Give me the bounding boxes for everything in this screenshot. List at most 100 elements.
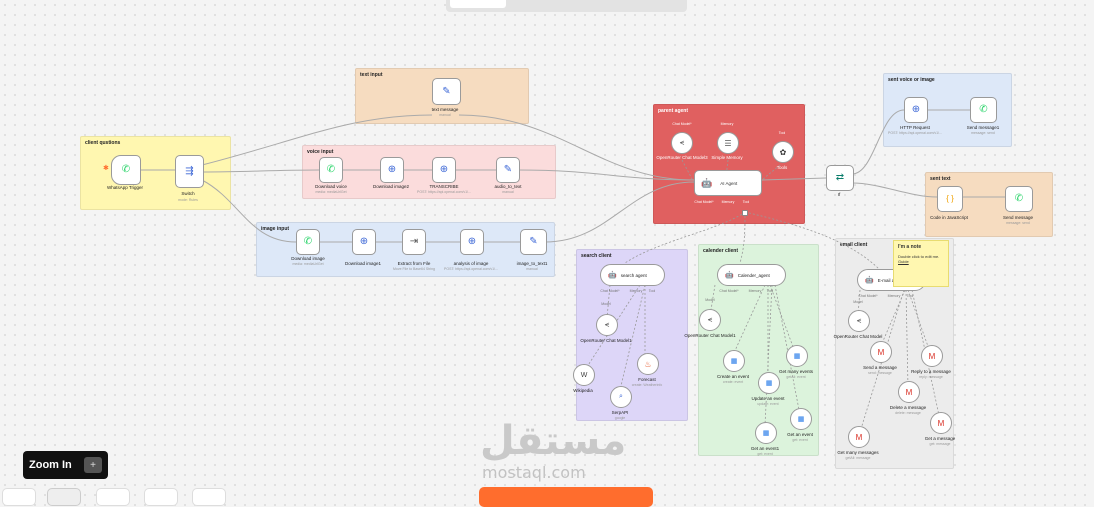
node-label: analysis of image <box>453 261 489 266</box>
node-label: AI Agent <box>720 180 738 186</box>
image-to-text-node[interactable]: ✎ <box>520 229 547 255</box>
sticky-link[interactable]: Guide <box>898 259 909 264</box>
globe-icon: ⊕ <box>387 164 397 175</box>
tidy-up-button[interactable] <box>192 488 226 506</box>
group-title: sent voice or image <box>888 77 935 83</box>
reset-zoom-button[interactable] <box>144 488 178 506</box>
gmail-icon: M <box>905 387 913 397</box>
whatsapp-icon: ✆ <box>303 236 313 247</box>
openrouter-icon: ⪪ <box>679 138 685 147</box>
node-label: Send message <box>1002 215 1034 220</box>
connector-tag: Tool <box>766 289 774 293</box>
sub-tag: Memory <box>720 122 734 126</box>
get-a-message-node[interactable]: M <box>930 412 952 434</box>
group-title: calender client <box>703 248 739 254</box>
audio-to-text-node[interactable]: ✎ <box>496 157 520 183</box>
gmail-icon: M <box>937 418 945 428</box>
execute-workflow-button[interactable] <box>479 487 653 507</box>
switch-node[interactable]: ⇶ <box>175 155 204 188</box>
sticky-note[interactable]: I'm a note Double click to edit me.Guide <box>893 240 949 287</box>
node-label: OpenRouter Chat Model3 <box>656 155 708 160</box>
send-a-message-node[interactable]: M <box>870 341 892 363</box>
connector-tag: Chat Model* <box>600 289 620 293</box>
wikipedia-node[interactable]: W <box>573 364 595 386</box>
connector-tag: Chat Model* <box>858 294 878 298</box>
zoom-out-button[interactable] <box>96 488 130 506</box>
file-export-icon: ⇥ <box>409 236 419 247</box>
whatsapp-trigger-node[interactable]: ✆ <box>111 155 141 185</box>
robot-icon: 🤖 <box>865 277 874 284</box>
forecast-node[interactable]: ♨ <box>637 353 659 375</box>
tools-node[interactable]: ✿ <box>772 141 794 163</box>
edit-icon: ✎ <box>442 85 451 97</box>
node-subtitle: manual <box>439 113 451 117</box>
delete-message-node[interactable]: M <box>898 381 920 403</box>
zoom-in-button[interactable] <box>47 488 81 506</box>
fit-view-button[interactable] <box>2 488 36 506</box>
download-image1-node[interactable]: ⊕ <box>352 229 376 255</box>
globe-icon: ⊕ <box>359 236 369 247</box>
node-subtitle: google <box>614 416 626 420</box>
search-agent-node[interactable]: 🤖 search agent <box>600 264 665 286</box>
top-tab[interactable] <box>450 0 506 8</box>
openrouter-chat-model3-node[interactable]: ⪪ <box>671 132 693 154</box>
google-calendar-icon: ▦ <box>797 416 805 423</box>
simple-memory-node[interactable]: ☰ <box>717 132 739 154</box>
get-many-events-node[interactable]: ▦ <box>786 345 808 367</box>
sticky-title: I'm a note <box>898 244 922 250</box>
get-many-messages-node[interactable]: M <box>848 426 870 448</box>
node-subtitle: message: send <box>971 131 995 135</box>
group-title: parent agent <box>658 108 689 114</box>
get-event1-node[interactable]: ▦ <box>755 422 777 444</box>
send-message1-node[interactable]: ✆ <box>970 97 997 123</box>
download-image-node[interactable]: ✆ <box>296 229 320 255</box>
node-label: Reply to a message <box>911 369 951 374</box>
get-event-node[interactable]: ▦ <box>790 408 812 430</box>
serpapi-node[interactable]: ⌕ <box>610 386 632 408</box>
create-event-node[interactable]: ▦ <box>723 350 745 372</box>
trigger-bolt-icon: ✱ <box>103 165 109 172</box>
robot-icon: 🤖 <box>608 272 617 279</box>
code-icon: { } <box>946 194 954 203</box>
openrouter-icon: ⪪ <box>856 316 862 325</box>
watermark-latin: mostaql.com <box>482 463 586 482</box>
connector-tag: Memory <box>629 289 643 293</box>
node-label: Extract from File <box>397 261 431 266</box>
update-event-node[interactable]: ▦ <box>758 372 780 394</box>
openrouter-chat-model-email-node[interactable]: ⪪ <box>848 310 870 332</box>
reply-to-message-node[interactable]: M <box>921 345 943 367</box>
node-label: If <box>837 192 841 197</box>
sticky-text: Double click to edit me. <box>898 254 940 259</box>
openrouter-icon: ⪪ <box>604 320 610 329</box>
top-toolbar <box>446 0 687 12</box>
google-calendar-icon: ▦ <box>762 430 770 437</box>
flame-icon: ♨ <box>644 359 652 369</box>
ai-agent-node[interactable]: 🤖 AI Agent <box>694 170 762 196</box>
text-message-node[interactable]: ✎ <box>432 78 461 105</box>
download-image2-node[interactable]: ⊕ <box>380 157 404 183</box>
node-subtitle: delete: message <box>895 411 921 415</box>
openrouter-chat-model1-cal-node[interactable]: ⪪ <box>699 309 721 331</box>
globe-icon: ⊕ <box>439 164 449 175</box>
add-tool-port[interactable] <box>742 210 748 216</box>
edit-icon: ✎ <box>503 164 513 175</box>
gmail-icon: M <box>877 347 885 357</box>
tooltip-label: Zoom In <box>29 459 72 471</box>
code-js-node[interactable]: { } <box>937 186 963 212</box>
node-subtitle: create: Weatherinfo <box>631 383 663 387</box>
extract-from-file-node[interactable]: ⇥ <box>402 229 426 255</box>
download-voice-node[interactable]: ✆ <box>319 157 343 183</box>
google-calendar-icon: ▦ <box>793 353 801 360</box>
node-label: OpenRouter Chat Model1 <box>580 338 632 343</box>
openrouter-chat-model1-node[interactable]: ⪪ <box>596 314 618 336</box>
calender-agent-node[interactable]: 🤖 Calender_agent <box>717 264 786 286</box>
node-label: image_to_text1 <box>516 261 548 266</box>
wikipedia-icon: W <box>580 371 588 379</box>
group-parent-agent: parent agent <box>653 104 805 224</box>
transcribe-node[interactable]: ⊕ <box>432 157 456 183</box>
if-node[interactable]: ⇄ <box>826 165 854 191</box>
sub-tag: Model <box>601 302 611 306</box>
analysis-of-image-node[interactable]: ⊕ <box>460 229 484 255</box>
send-message-node[interactable]: ✆ <box>1005 186 1033 212</box>
http-request-node[interactable]: ⊕ <box>904 97 928 123</box>
